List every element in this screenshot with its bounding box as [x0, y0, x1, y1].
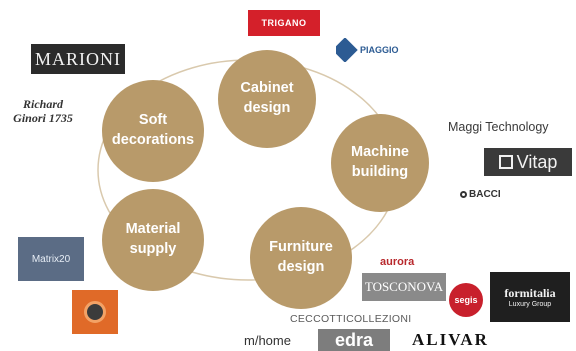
- marioni-logo: MARIONI: [31, 44, 125, 74]
- edra-logo: edra: [318, 329, 390, 351]
- node-material-supply-label: Material supply: [125, 221, 181, 257]
- node-machine-building: Machine building: [331, 114, 429, 212]
- bacci-icon: [460, 190, 467, 198]
- orange-square-icon: [84, 301, 106, 323]
- node-machine-building-label: Machine building: [350, 144, 409, 180]
- node-cabinet-design: Cabinet design: [218, 50, 316, 148]
- segis-logo: segis: [449, 283, 483, 317]
- node-furniture-design-label: Furniture design: [269, 239, 333, 275]
- node-material-supply: Material supply: [102, 189, 204, 291]
- alivar-logo: ALIVAR: [412, 330, 489, 349]
- myhome-logo: m/home: [244, 332, 291, 348]
- orange-square-logo: [72, 290, 118, 334]
- node-cabinet-design-label: Cabinet design: [240, 80, 294, 116]
- tosconova-logo: TOSCONOVA: [362, 273, 446, 301]
- node-furniture-design: Furniture design: [250, 207, 352, 309]
- aurora-logo: aurora: [380, 256, 415, 268]
- maggi-technology-logo: Maggi Technology: [448, 120, 549, 134]
- matrix20-logo: Matrix20: [18, 237, 84, 281]
- bacci-logo: BACCI: [460, 186, 530, 202]
- vitap-logo: Vitap: [484, 148, 572, 176]
- piaggio-icon: [336, 38, 358, 62]
- richard-ginori-logo: Richard Ginori 1735: [13, 97, 73, 125]
- formitalia-logo: formitalia Luxury Group: [490, 272, 570, 322]
- trigano-logo: TRIGANO: [248, 10, 320, 36]
- vitap-icon: [498, 155, 513, 169]
- node-soft-decorations-label: Soft decorations: [111, 112, 195, 148]
- piaggio-logo: PIAGGIO: [336, 38, 426, 62]
- ceccotti-logo: CECCOTTICOLLEZIONI: [290, 313, 412, 325]
- node-soft-decorations: Soft decorations: [102, 80, 204, 182]
